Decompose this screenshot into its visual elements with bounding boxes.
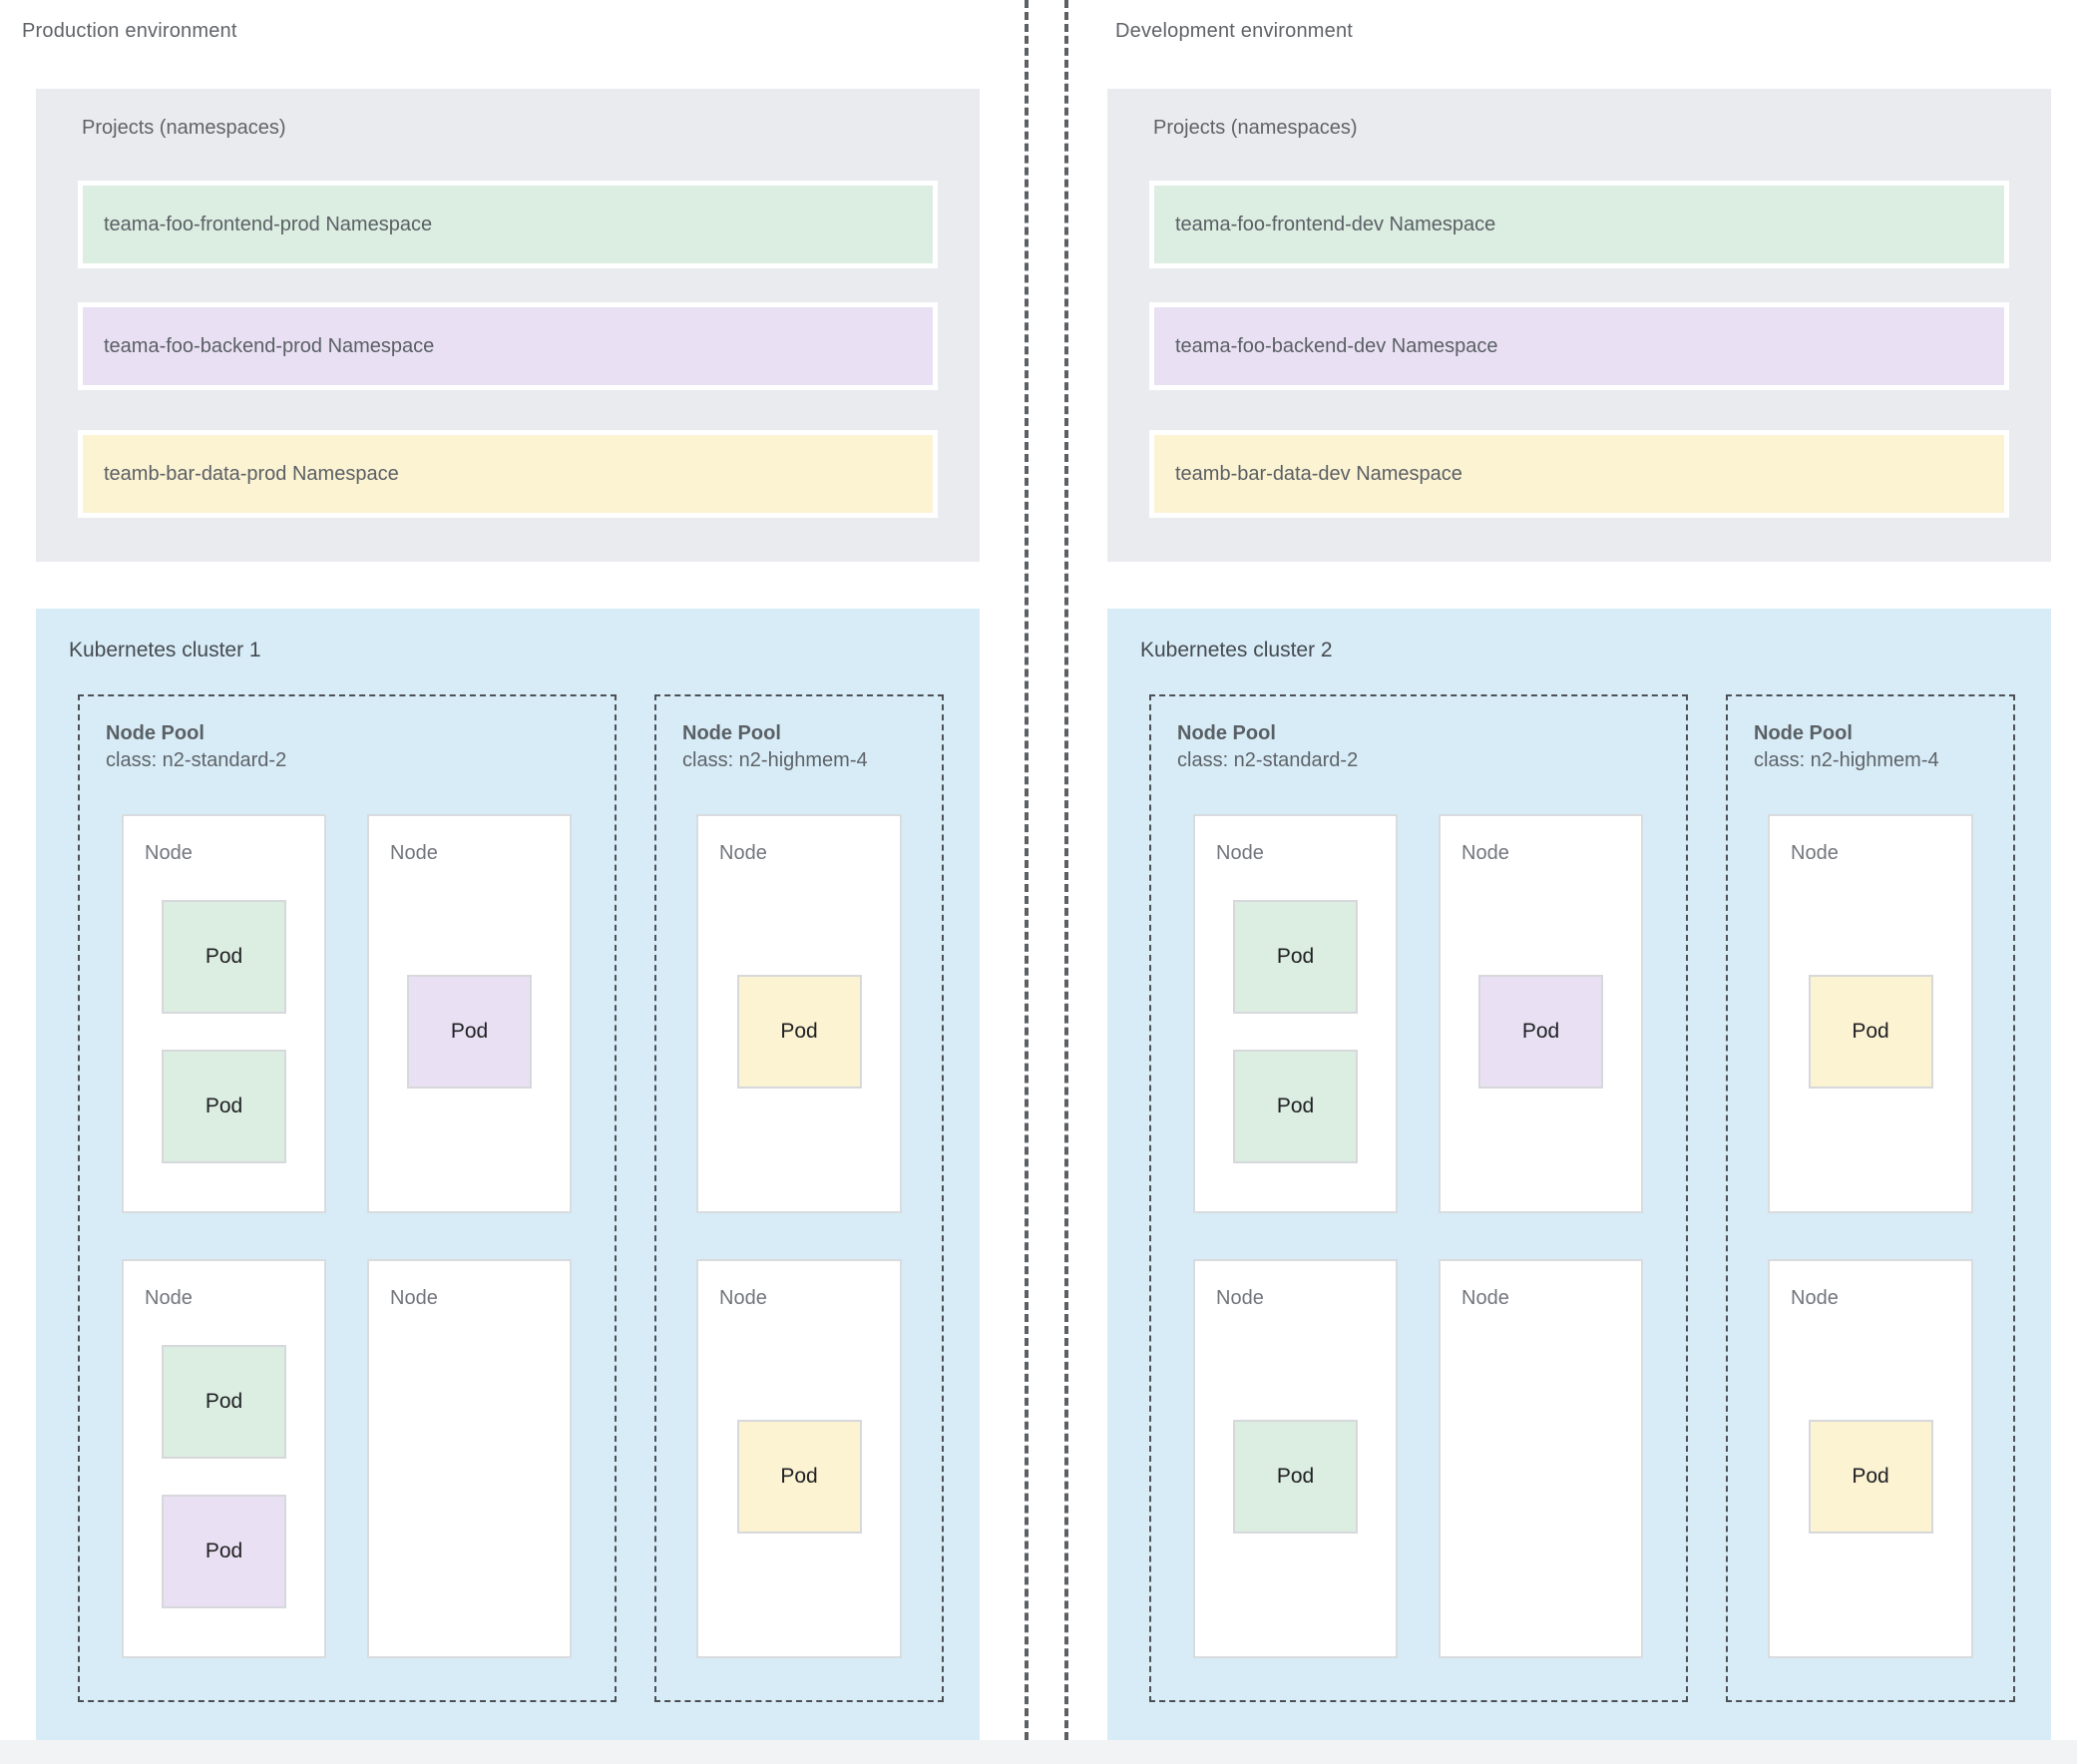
pods-container [369, 1309, 570, 1644]
page-bottom-strip [0, 1740, 2077, 1764]
pods-container: Pod [1441, 864, 1641, 1199]
node-label: Node [390, 1287, 438, 1309]
pods-container: Pod Pod [124, 1309, 324, 1644]
namespace-bar: teama-foo-backend-dev Namespace [1149, 302, 2009, 390]
pod: Pod [407, 975, 532, 1089]
pod: Pod [162, 1050, 286, 1163]
pods-container: Pod [1195, 1309, 1396, 1644]
node-label: Node [1461, 1287, 1509, 1309]
node-label: Node [1461, 842, 1509, 864]
node-box: Node Pod Pod [122, 1259, 326, 1658]
namespace-label: teamb-bar-data-prod Namespace [83, 435, 933, 513]
node-pool-title: Node Pool [1754, 722, 1853, 744]
node-pool-standard: Node Pool class: n2-standard-2 Node Pod … [78, 694, 617, 1702]
node-label: Node [145, 842, 193, 864]
node-pool-highmem: Node Pool class: n2-highmem-4 Node Pod N… [1726, 694, 2015, 1702]
pod: Pod [162, 900, 286, 1014]
pods-container: Pod Pod [124, 864, 324, 1199]
pod: Pod [736, 975, 862, 1089]
node-box: Node [1439, 1259, 1643, 1658]
pod: Pod [1478, 975, 1603, 1089]
projects-namespaces-box: Projects (namespaces) teama-foo-frontend… [36, 89, 980, 562]
pods-container: Pod [1770, 864, 1971, 1199]
environment-divider-line [1064, 0, 1068, 1764]
projects-namespaces-box: Projects (namespaces) teama-foo-frontend… [1107, 89, 2051, 562]
pod: Pod [162, 1345, 286, 1459]
node-box: Node Pod Pod [122, 814, 326, 1213]
node-label: Node [1216, 842, 1264, 864]
environment-title-production: Production environment [22, 20, 237, 42]
node-label: Node [719, 842, 767, 864]
projects-box-title: Projects (namespaces) [82, 117, 286, 139]
namespace-bar: teama-foo-frontend-dev Namespace [1149, 181, 2009, 268]
node-label: Node [1791, 1287, 1839, 1309]
node-box: Node Pod [1768, 814, 1973, 1213]
node-pool-heading: Node Pool class: n2-standard-2 [1177, 720, 1358, 774]
pods-container: Pod [369, 864, 570, 1199]
node-pool-title: Node Pool [1177, 722, 1276, 744]
node-label: Node [390, 842, 438, 864]
environment-divider-line [1025, 0, 1029, 1764]
kubernetes-cluster-box: Kubernetes cluster 2 Node Pool class: n2… [1107, 609, 2051, 1740]
pod: Pod [162, 1495, 286, 1608]
node-box: Node Pod [1193, 1259, 1398, 1658]
node-pool-title: Node Pool [106, 722, 205, 744]
namespace-bar: teamb-bar-data-prod Namespace [78, 430, 938, 518]
node-box: Node Pod [1768, 1259, 1973, 1658]
namespace-label: teamb-bar-data-dev Namespace [1154, 435, 2004, 513]
node-pool-highmem: Node Pool class: n2-highmem-4 Node Pod N… [654, 694, 944, 1702]
namespace-bar: teamb-bar-data-dev Namespace [1149, 430, 2009, 518]
node-pool-standard: Node Pool class: n2-standard-2 Node Pod … [1149, 694, 1688, 1702]
node-pool-class: class: n2-highmem-4 [682, 749, 868, 771]
node-label: Node [1216, 1287, 1264, 1309]
node-label: Node [719, 1287, 767, 1309]
pod: Pod [1808, 975, 1933, 1089]
node-pool-heading: Node Pool class: n2-standard-2 [106, 720, 286, 774]
namespace-label: teama-foo-backend-prod Namespace [83, 307, 933, 385]
node-pool-title: Node Pool [682, 722, 781, 744]
node-pool-class: class: n2-standard-2 [106, 749, 287, 771]
pods-container: Pod Pod [1195, 864, 1396, 1199]
pod: Pod [1233, 1420, 1358, 1534]
pod: Pod [1233, 900, 1358, 1014]
environment-title-development: Development environment [1115, 20, 1354, 42]
node-box: Node Pod [1439, 814, 1643, 1213]
node-box: Node Pod [367, 814, 572, 1213]
namespace-label: teama-foo-backend-dev Namespace [1154, 307, 2004, 385]
pods-container: Pod [698, 864, 900, 1199]
node-pool-heading: Node Pool class: n2-highmem-4 [682, 720, 868, 774]
namespace-bar: teama-foo-backend-prod Namespace [78, 302, 938, 390]
node-label: Node [1791, 842, 1839, 864]
projects-box-title: Projects (namespaces) [1153, 117, 1358, 139]
pods-container [1441, 1309, 1641, 1644]
pod: Pod [1808, 1420, 1933, 1534]
node-box: Node [367, 1259, 572, 1658]
node-box: Node Pod Pod [1193, 814, 1398, 1213]
kubernetes-cluster-box: Kubernetes cluster 1 Node Pool class: n2… [36, 609, 980, 1740]
node-box: Node Pod [696, 1259, 902, 1658]
namespace-label: teama-foo-frontend-dev Namespace [1154, 186, 2004, 263]
node-box: Node Pod [696, 814, 902, 1213]
namespace-label: teama-foo-frontend-prod Namespace [83, 186, 933, 263]
cluster-title: Kubernetes cluster 1 [69, 639, 261, 662]
pods-container: Pod [698, 1309, 900, 1644]
node-pool-class: class: n2-highmem-4 [1754, 749, 1939, 771]
namespace-bar: teama-foo-frontend-prod Namespace [78, 181, 938, 268]
node-pool-heading: Node Pool class: n2-highmem-4 [1754, 720, 1939, 774]
cluster-title: Kubernetes cluster 2 [1140, 639, 1333, 662]
pods-container: Pod [1770, 1309, 1971, 1644]
node-pool-class: class: n2-standard-2 [1177, 749, 1359, 771]
pod: Pod [1233, 1050, 1358, 1163]
node-label: Node [145, 1287, 193, 1309]
pod: Pod [736, 1420, 862, 1534]
